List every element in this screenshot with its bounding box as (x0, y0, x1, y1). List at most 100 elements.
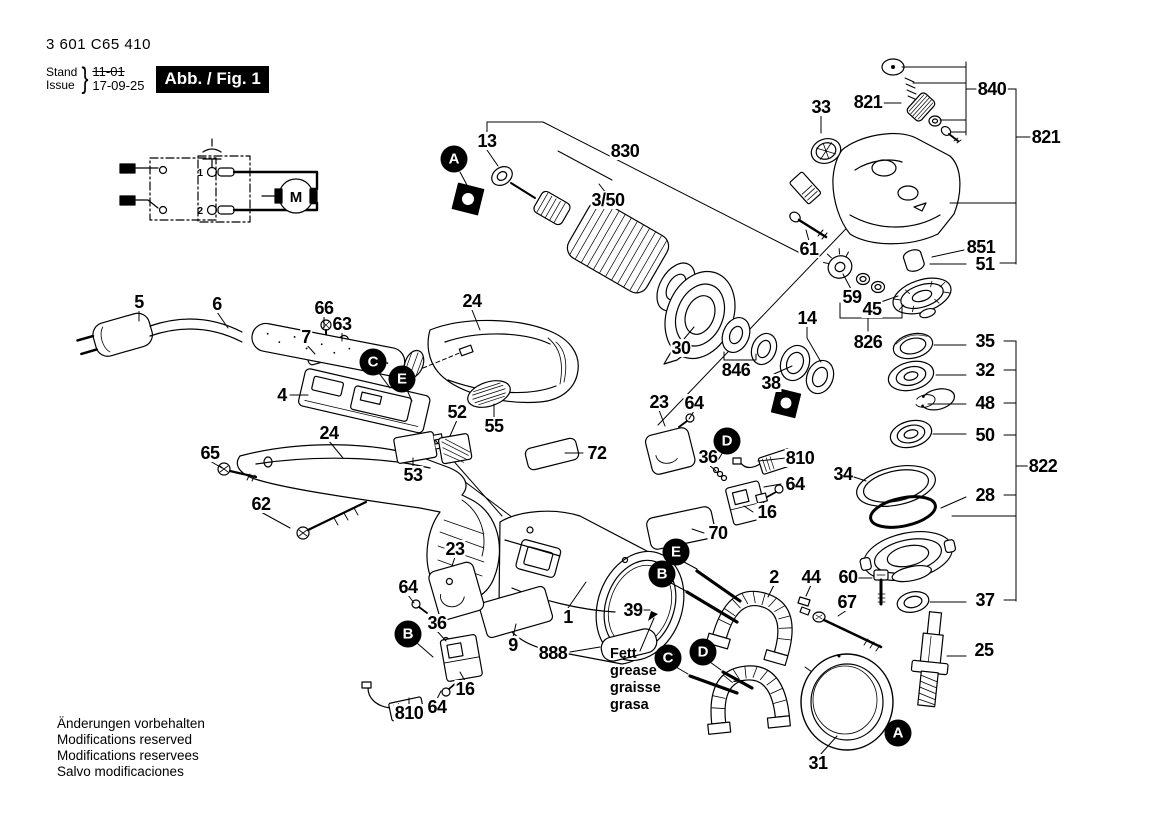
part-label-60: 60 (837, 567, 859, 587)
issue-label: Issue (46, 78, 75, 92)
part-label-13: 13 (476, 131, 498, 151)
part-label-888: 888 (537, 643, 569, 663)
title-block: 3 601 C65 410 Stand Issue } 11-01 17-09-… (46, 36, 269, 96)
part-label-14: 14 (796, 308, 818, 328)
svg-text:2: 2 (197, 206, 203, 217)
callout-E: E (388, 365, 416, 393)
part-label-851: 851 (965, 237, 997, 257)
figure-badge: Abb. / Fig. 1 (156, 65, 269, 93)
issue-date: 17-09-25 (92, 78, 145, 93)
part-label-48: 48 (974, 393, 996, 413)
grease-note: Fett grease graisse grasa (610, 646, 661, 714)
svg-text:M: M (290, 189, 303, 206)
callout-B: B (394, 620, 422, 648)
modifications-line: Änderungen vorbehalten (57, 716, 205, 731)
handle-drawings (236, 319, 579, 602)
wiring-schematic: 1 2 M (119, 138, 319, 223)
part-label-32: 32 (974, 360, 996, 380)
part-label-23: 23 (648, 392, 670, 412)
part-label-55: 55 (483, 416, 505, 436)
part-label-64: 64 (784, 474, 806, 494)
modifications-line: Modifications reservees (57, 748, 199, 763)
part-label-67: 67 (836, 592, 858, 612)
part-label-70: 70 (707, 523, 729, 543)
callout-D: D (689, 638, 717, 666)
part-label-34: 34 (832, 464, 854, 484)
part-label-840: 840 (976, 79, 1008, 99)
part-number: 3 601 C65 410 (46, 36, 151, 53)
modifications-note: Änderungen vorbehalten Modifications res… (57, 716, 205, 780)
brush-parts-drawing (361, 413, 794, 722)
callout-B: B (648, 560, 676, 588)
part-label-28: 28 (974, 485, 996, 505)
stand-label: Stand (46, 65, 78, 79)
part-label-37: 37 (974, 590, 996, 610)
part-label-821: 821 (852, 92, 884, 112)
part-label-3-50: 3/50 (590, 190, 626, 210)
part-label-36: 36 (697, 447, 719, 467)
part-label-62: 62 (250, 494, 272, 514)
motor-housing-drawing (498, 510, 685, 665)
part-label-16: 16 (454, 679, 476, 699)
part-label-59: 59 (841, 287, 863, 307)
part-label-2: 2 (768, 567, 780, 587)
part-label-9: 9 (507, 635, 519, 655)
part-label-24: 24 (318, 423, 340, 443)
part-label-35: 35 (974, 331, 996, 351)
gear-housing-drawing (789, 58, 962, 272)
part-label-826: 826 (852, 332, 884, 352)
part-label-830: 830 (609, 141, 641, 161)
callout-D: D (713, 427, 741, 455)
part-label-821: 821 (1030, 127, 1062, 147)
grease-note-line: grease (610, 663, 657, 679)
gear-train-drawing (797, 248, 957, 708)
part-label-7: 7 (300, 327, 312, 347)
part-label-810: 810 (784, 448, 816, 468)
part-label-50: 50 (974, 425, 996, 445)
part-label-64: 64 (426, 697, 448, 717)
part-label-33: 33 (810, 97, 832, 117)
callout-A: A (440, 145, 468, 173)
part-label-810: 810 (393, 703, 425, 723)
field-coil-drawing (642, 569, 894, 751)
part-label-53: 53 (402, 465, 424, 485)
svg-text:1: 1 (197, 168, 203, 179)
part-label-39: 39 (622, 600, 644, 620)
callout-E: E (662, 538, 690, 566)
callout-C: C (654, 644, 682, 672)
part-label-4: 4 (276, 385, 288, 405)
callout-A: A (884, 719, 912, 747)
leader-lines (138, 61, 1031, 756)
part-label-64: 64 (397, 577, 419, 597)
issue-labels: Stand Issue (46, 66, 77, 92)
part-label-5: 5 (133, 292, 145, 312)
part-label-30: 30 (670, 338, 692, 358)
bearing-flange-drawing (663, 270, 835, 419)
part-label-25: 25 (973, 640, 995, 660)
part-label-6: 6 (211, 294, 223, 314)
part-label-24: 24 (461, 291, 483, 311)
part-label-45: 45 (861, 299, 883, 319)
part-label-72: 72 (586, 443, 608, 463)
superseded-date: 11-01 (92, 64, 125, 79)
modifications-line: Salvo modificaciones (57, 764, 184, 779)
part-label-61: 61 (798, 239, 820, 259)
part-label-36: 36 (426, 613, 448, 633)
part-label-822: 822 (1027, 456, 1059, 476)
part-label-52: 52 (446, 402, 468, 422)
part-label-63: 63 (331, 314, 353, 334)
part-label-16: 16 (756, 502, 778, 522)
part-label-51: 51 (974, 254, 996, 274)
part-label-23: 23 (444, 539, 466, 559)
part-label-44: 44 (800, 567, 822, 587)
issue-dates: 11-01 17-09-25 (92, 65, 144, 93)
brace-glyph: } (81, 62, 89, 95)
callout-C: C (359, 348, 387, 376)
part-label-64: 64 (683, 393, 705, 413)
label-stickers (478, 437, 716, 662)
spindle-drawing (910, 611, 949, 708)
grease-note-line: grasa (610, 697, 649, 713)
grease-note-line: Fett (610, 646, 637, 662)
part-label-846: 846 (720, 360, 752, 380)
